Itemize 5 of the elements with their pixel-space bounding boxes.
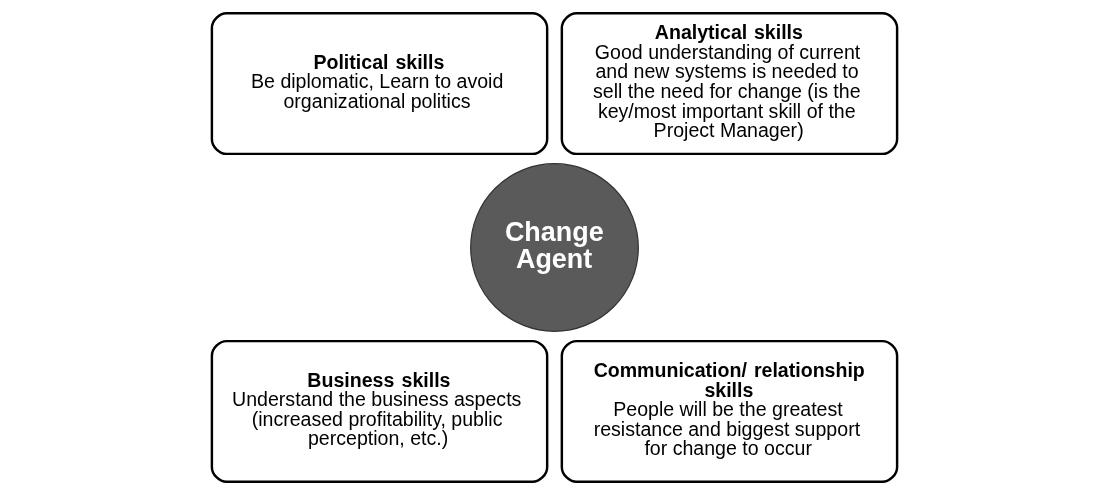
node-box: Political skills Be diplomatic, Learn to avoid organizational politics bbox=[210, 11, 549, 156]
node-box: Analytical skills Good understanding of current and new systems is needed to sell the need for change (is the key/most important skill of the Project Manager) bbox=[560, 11, 899, 156]
node-box: Communication/ relationship skills People will be the greatest resistance and biggest support for change to occur bbox=[560, 339, 899, 484]
node-circle: Change Agent bbox=[470, 163, 639, 332]
node-box: Business skills Understand the business aspects (increased profitability, public perception, etc.) bbox=[210, 339, 549, 484]
